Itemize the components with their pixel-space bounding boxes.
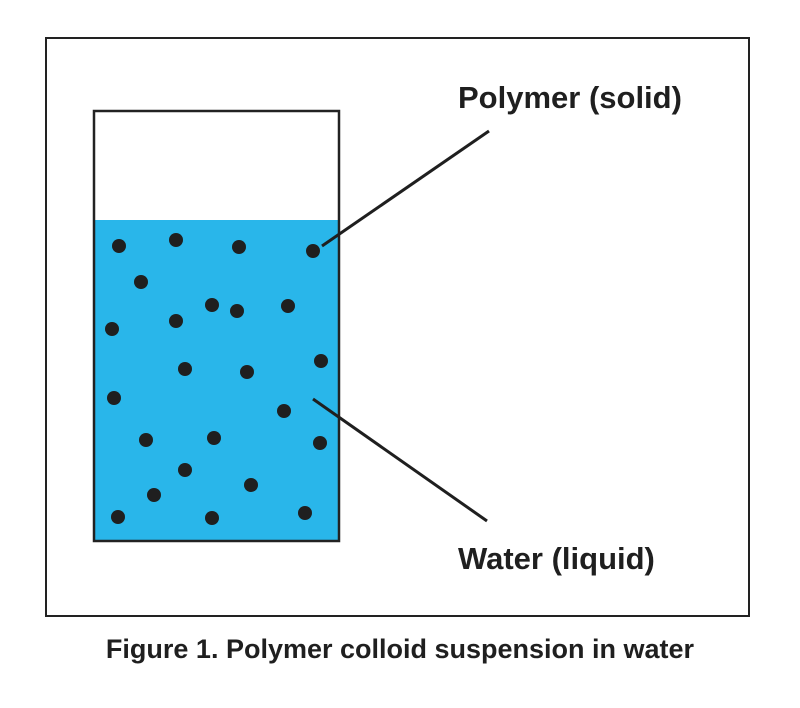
polymer-particle	[314, 354, 328, 368]
water-leader-line	[312, 397, 488, 523]
polymer-particle	[139, 433, 153, 447]
polymer-particle	[111, 510, 125, 524]
polymer-particle	[207, 431, 221, 445]
polymer-particle	[244, 478, 258, 492]
polymer-leader-line	[321, 129, 490, 248]
polymer-label: Polymer (solid)	[458, 80, 682, 115]
figure-frame	[45, 37, 750, 617]
polymer-particle	[298, 506, 312, 520]
polymer-particle	[277, 404, 291, 418]
polymer-particle	[232, 240, 246, 254]
figure-caption: Figure 1. Polymer colloid suspension in …	[105, 634, 695, 664]
polymer-particle	[134, 275, 148, 289]
polymer-particle	[205, 511, 219, 525]
polymer-particle	[205, 298, 219, 312]
polymer-particle	[306, 244, 320, 258]
polymer-particle	[107, 391, 121, 405]
water-fill	[94, 220, 339, 541]
polymer-particle	[230, 304, 244, 318]
polymer-particle	[281, 299, 295, 313]
polymer-particle	[178, 362, 192, 376]
polymer-particles	[105, 233, 328, 525]
polymer-particle	[178, 463, 192, 477]
polymer-particle	[147, 488, 161, 502]
polymer-particle	[105, 322, 119, 336]
polymer-particle	[313, 436, 327, 450]
polymer-particle	[169, 314, 183, 328]
polymer-particle	[240, 365, 254, 379]
polymer-particle	[169, 233, 183, 247]
beaker	[92, 109, 341, 543]
polymer-particle	[112, 239, 126, 253]
water-label: Water (liquid)	[458, 541, 655, 576]
